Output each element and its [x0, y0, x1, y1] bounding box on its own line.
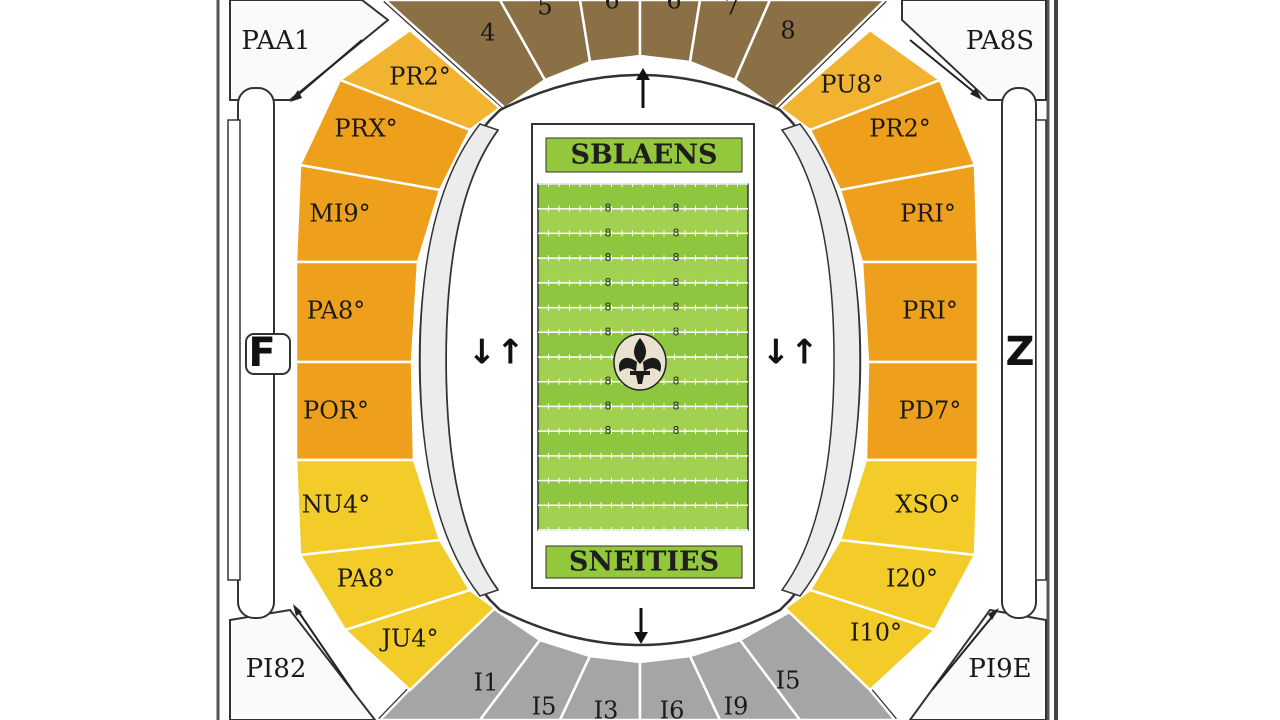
right-section-5-label: PD7°: [899, 397, 962, 425]
left-section-6[interactable]: NU4°: [294, 458, 442, 557]
bottom-section-2[interactable]: I5: [478, 638, 592, 720]
right-section-2-label: PR2°: [869, 115, 931, 143]
left-section-1-label: PR2°: [389, 63, 451, 91]
yard-number: 8: [605, 375, 612, 388]
left-flow-arrows: ↓↑: [468, 333, 525, 373]
corner-label-bottom-left: PI82: [246, 654, 307, 684]
corner-bottom-right[interactable]: PI9E: [908, 608, 1047, 720]
left-section-3-label: MI9°: [309, 200, 370, 228]
yard-number: 8: [673, 301, 680, 314]
top-section-6-label: 8: [780, 17, 795, 45]
right-section-6[interactable]: XSO°: [838, 458, 980, 557]
top-section-1-label: 4: [480, 19, 495, 47]
field-stripe: [539, 505, 747, 530]
playing-field: SBLAENS 8 8 8 8 8 8 8 8 8 8 8 8 8 8 8 8 8 8 SNEITIES: [531, 123, 755, 589]
bottom-section-5[interactable]: I9: [688, 638, 802, 720]
left-section-7-label: PA8°: [337, 565, 396, 593]
left-section-8[interactable]: JU4°: [342, 588, 497, 692]
side-letter-left: F: [248, 330, 275, 376]
right-section-1-label: PU8°: [820, 71, 883, 99]
right-sections: PU8° PR2° PRI° PRI° PD7° XSO° I20° I10°: [777, 28, 980, 692]
field-stripe: [539, 455, 747, 481]
right-section-6-label: XSO°: [895, 491, 960, 519]
right-section-4[interactable]: PRI°: [860, 260, 980, 364]
yard-number: 8: [605, 202, 612, 215]
top-section-3[interactable]: 6: [578, 0, 642, 64]
yard-number: 8: [605, 325, 612, 338]
yard-number: 8: [673, 251, 680, 264]
bottom-section-6[interactable]: I5: [738, 604, 897, 720]
endzone-top-label: SBLAENS: [570, 140, 717, 171]
right-section-7-label: I20°: [886, 565, 938, 593]
side-letter-right: Z: [1005, 329, 1034, 375]
yard-number: 8: [673, 226, 680, 239]
right-section-8-label: I10°: [850, 619, 902, 647]
left-section-6-label: NU4°: [302, 491, 371, 519]
fleur-de-lis-logo: [613, 333, 667, 391]
bottom-entry-arrow: [634, 608, 648, 644]
left-section-4-label: PA8°: [307, 297, 366, 325]
bottom-section-2-label: I5: [532, 693, 557, 720]
bottom-section-4[interactable]: I6: [638, 654, 722, 720]
left-section-8-label: JU4°: [378, 625, 438, 653]
top-sections: 4 5 6 6 7 8: [383, 0, 887, 110]
field-stripe: [539, 406, 747, 432]
yard-number: 8: [673, 375, 680, 388]
right-concourse: Z: [1001, 87, 1047, 619]
endzone-top: [545, 137, 743, 173]
right-section-3[interactable]: PRI°: [838, 163, 980, 264]
corner-bottom-left[interactable]: PI82: [229, 604, 377, 720]
left-section-4[interactable]: PA8°: [294, 260, 420, 364]
left-section-3[interactable]: MI9°: [294, 163, 442, 264]
yard-number: 8: [673, 325, 680, 338]
yard-number: 8: [605, 424, 612, 437]
right-section-4-label: PRI°: [902, 297, 958, 325]
yard-number: 8: [605, 251, 612, 264]
top-section-3-label: 6: [604, 0, 619, 15]
yard-number: 8: [605, 399, 612, 412]
right-section-8[interactable]: I10°: [783, 588, 938, 692]
corner-label-bottom-right: PI9E: [968, 654, 1031, 684]
corner-top-left[interactable]: PAA1: [229, 0, 390, 102]
left-section-2-label: PRX°: [334, 115, 397, 143]
top-section-4-label: 6: [666, 0, 681, 15]
field-stripe: [539, 208, 747, 234]
bottom-section-4-label: I6: [660, 697, 685, 720]
yard-number: 8: [605, 301, 612, 314]
left-section-5-label: POR°: [303, 397, 369, 425]
yard-number: 8: [605, 226, 612, 239]
yard-number: 8: [673, 424, 680, 437]
yard-number: 8: [673, 276, 680, 289]
bottom-section-6-label: I5: [776, 667, 801, 695]
left-concourse: F: [227, 87, 291, 619]
bottom-section-5-label: I9: [724, 693, 749, 720]
right-section-2[interactable]: PR2°: [808, 78, 977, 192]
top-section-5-label: 7: [724, 0, 739, 21]
top-entry-arrow: [636, 68, 650, 108]
endzone-bottom: [545, 545, 743, 579]
right-section-5[interactable]: PD7°: [864, 360, 980, 462]
yard-number: 8: [605, 276, 612, 289]
left-section-1[interactable]: PR2°: [337, 28, 503, 132]
top-section-2-label: 5: [537, 0, 552, 21]
bottom-section-3[interactable]: I3: [558, 654, 642, 720]
bottom-section-1-label: I1: [474, 669, 499, 697]
corner-label-top-right: PA8S: [966, 26, 1034, 56]
right-flow-arrows: ↓↑: [762, 333, 819, 373]
left-section-5[interactable]: POR°: [294, 360, 416, 462]
left-section-2[interactable]: PRX°: [298, 78, 472, 192]
field-stripe: [539, 258, 747, 283]
corner-label-top-left: PAA1: [241, 26, 310, 56]
right-section-3-label: PRI°: [900, 200, 956, 228]
left-sections: PR2° PRX° MI9° PA8° POR° NU4° PA8° JU4°: [294, 28, 503, 692]
yard-number: 8: [673, 399, 680, 412]
right-tunnel: [780, 123, 861, 597]
field-stripe: [539, 307, 747, 333]
bottom-section-3-label: I3: [594, 697, 619, 720]
yard-number: 8: [673, 202, 680, 215]
endzone-bottom-label: SNEITIES: [569, 547, 719, 578]
